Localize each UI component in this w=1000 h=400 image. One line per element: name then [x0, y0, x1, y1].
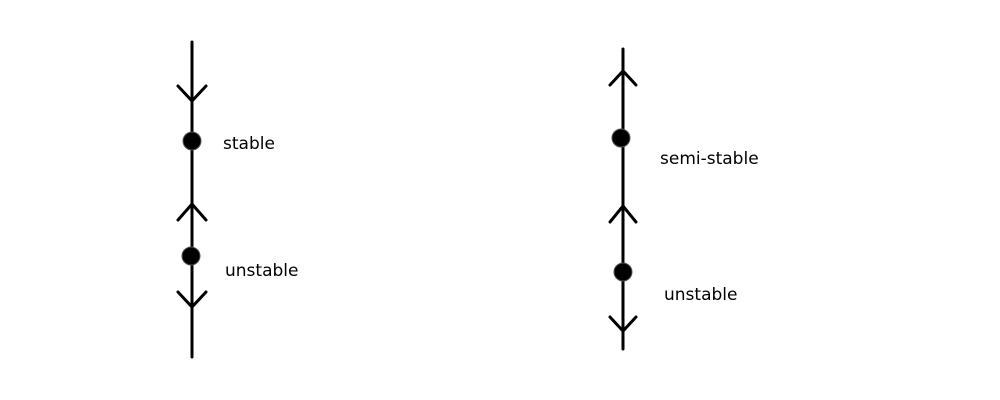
equilibrium-point-unstable: [181, 246, 201, 266]
down-arrow-icon: [176, 84, 208, 104]
up-arrow-icon: [608, 203, 638, 224]
equilibrium-label: unstable: [664, 285, 737, 305]
up-arrow-icon: [608, 68, 638, 87]
equilibrium-label: unstable: [225, 261, 298, 281]
equilibrium-point-semi-stable: [611, 128, 631, 148]
down-arrow-icon: [176, 290, 208, 310]
phase-line-left: stable unstable: [176, 40, 298, 359]
up-arrow-icon: [176, 201, 208, 222]
equilibrium-point-stable: [182, 131, 202, 151]
down-arrow-icon: [608, 315, 638, 334]
equilibrium-label: semi-stable: [660, 149, 759, 169]
equilibrium-label: stable: [223, 134, 275, 154]
equilibrium-point-unstable: [613, 262, 633, 282]
phase-line-right: semi-stable unstable: [608, 47, 759, 351]
